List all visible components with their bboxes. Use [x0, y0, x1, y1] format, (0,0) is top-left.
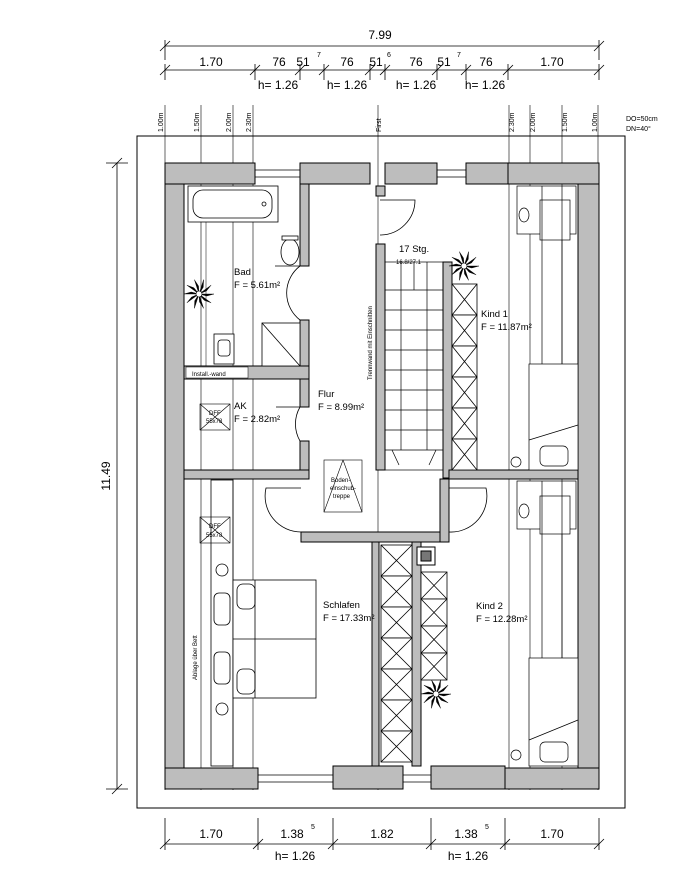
top-dim-2: 76	[272, 55, 286, 69]
svg-text:1.50m: 1.50m	[562, 112, 569, 132]
svg-text:1.50m: 1.50m	[194, 112, 201, 132]
top-height-1: h= 1.26	[258, 78, 299, 92]
bathtub	[187, 185, 279, 223]
svg-text:First: First	[376, 118, 383, 132]
roof-note-do: DO=50cm	[626, 116, 658, 123]
top-dim-5-sup: 6	[387, 52, 391, 59]
plant-icon-bad	[183, 279, 215, 309]
svg-text:2.00m: 2.00m	[530, 112, 537, 132]
stairs-count: 17 Stg.	[399, 244, 429, 255]
svg-text:Kind 1: Kind 1	[481, 309, 508, 320]
top-dim-3-sup: 7	[317, 52, 321, 59]
top-dim-7: 51	[437, 55, 451, 69]
doors	[264, 199, 488, 533]
skylight-ak	[199, 403, 231, 431]
chimney-icon	[416, 546, 436, 566]
bottom-dim-3: 1.82	[370, 827, 394, 841]
plant-icon-stair	[448, 251, 480, 281]
svg-text:Schlafen: Schlafen	[323, 600, 360, 611]
svg-text:F = 17.33m²: F = 17.33m²	[323, 613, 374, 624]
bottom-dim-2: 1.38	[280, 827, 304, 841]
svg-text:2.30m: 2.30m	[509, 112, 516, 132]
interior-walls	[183, 183, 579, 767]
bottom-dim-1: 1.70	[199, 827, 223, 841]
total-height-label: 11.49	[99, 461, 113, 490]
top-height-4: h= 1.26	[465, 78, 506, 92]
install-wall-band	[185, 366, 249, 379]
top-dim-8: 76	[479, 55, 493, 69]
room-bad: Bad F = 5.61m²	[234, 267, 280, 291]
svg-text:F = 8.99m²: F = 8.99m²	[318, 402, 364, 413]
install-wall-label: Install.-wand	[192, 372, 226, 378]
top-dim-5: 51	[369, 55, 383, 69]
room-ak: AK F = 2.82m²	[234, 401, 280, 425]
trennwand-label: Trennwand mit Einschnitten	[368, 306, 374, 380]
skylight-schlafen	[199, 516, 231, 544]
top-dim-3: 51	[296, 55, 310, 69]
svg-text:55x78: 55x78	[206, 533, 223, 539]
svg-text:F = 11.87m²: F = 11.87m²	[481, 322, 532, 333]
bottom-dim-2-sup: 5	[311, 824, 315, 831]
bottom-dim-4-sup: 5	[485, 824, 489, 831]
shower	[261, 322, 301, 367]
svg-text:Kind 2: Kind 2	[476, 601, 503, 612]
svg-text:2.00m: 2.00m	[226, 112, 233, 132]
svg-text:1.00m: 1.00m	[158, 112, 165, 132]
attic-ladder	[323, 459, 363, 513]
roof-outline	[136, 135, 626, 809]
top-dim-6: 76	[409, 55, 423, 69]
svg-text:Boden-: Boden-	[331, 478, 350, 484]
left-dimension	[106, 157, 128, 795]
svg-text:1.00m: 1.00m	[592, 112, 599, 132]
svg-text:F = 12.28m²: F = 12.28m²	[476, 614, 527, 625]
svg-text:Bad: Bad	[234, 267, 251, 278]
svg-text:2.30m: 2.30m	[246, 112, 253, 132]
kind1-furniture	[510, 185, 579, 471]
svg-text:treppe: treppe	[333, 494, 351, 500]
wash-basin	[213, 333, 235, 365]
svg-text:55x78: 55x78	[206, 419, 223, 425]
top-dim-4: 76	[340, 55, 354, 69]
room-kind1: Kind 1 F = 11.87m²	[481, 309, 532, 333]
svg-text:Flur: Flur	[318, 389, 334, 400]
room-flur: Flur F = 8.99m²	[318, 389, 364, 413]
room-kind2: Kind 2 F = 12.28m²	[476, 601, 527, 625]
bottom-dim-4: 1.38	[454, 827, 478, 841]
bottom-dimensions	[159, 818, 605, 850]
top-dim-1: 1.70	[199, 55, 223, 69]
ablage-label: Ablage über Bett	[193, 635, 199, 680]
bottom-height-2: h= 1.26	[448, 849, 489, 863]
room-schlafen: Schlafen F = 17.33m²	[323, 600, 374, 624]
svg-text:einschub-: einschub-	[330, 486, 356, 492]
windows	[255, 169, 466, 783]
top-dimensions	[159, 40, 605, 80]
top-dim-7-sup: 7	[457, 52, 461, 59]
kind2-furniture	[510, 480, 579, 767]
bottom-dim-5: 1.70	[540, 827, 564, 841]
total-width-label: 7.99	[368, 28, 392, 42]
plant-icon-schlafen	[420, 679, 452, 709]
svg-text:DFF: DFF	[209, 411, 221, 417]
roof-line-labels: 1.00m 1.50m 2.00m 2.30m 2.30m 2.00m 1.50…	[158, 112, 599, 132]
toilet	[280, 235, 300, 266]
svg-text:F = 2.82m²: F = 2.82m²	[234, 414, 280, 425]
svg-text:F = 5.61m²: F = 5.61m²	[234, 280, 280, 291]
top-height-3: h= 1.26	[396, 78, 437, 92]
bed	[210, 479, 317, 767]
bottom-height-1: h= 1.26	[275, 849, 316, 863]
svg-text:AK: AK	[234, 401, 247, 412]
top-dim-9: 1.70	[540, 55, 564, 69]
staircase	[384, 261, 444, 471]
roof-note-dn: DN=40°	[626, 125, 651, 133]
top-height-2: h= 1.26	[327, 78, 368, 92]
stairs-ratio: 16.8/27.1	[396, 260, 422, 266]
svg-text:DFF: DFF	[209, 524, 221, 530]
wardrobes	[380, 283, 478, 763]
exterior-walls	[164, 162, 600, 790]
